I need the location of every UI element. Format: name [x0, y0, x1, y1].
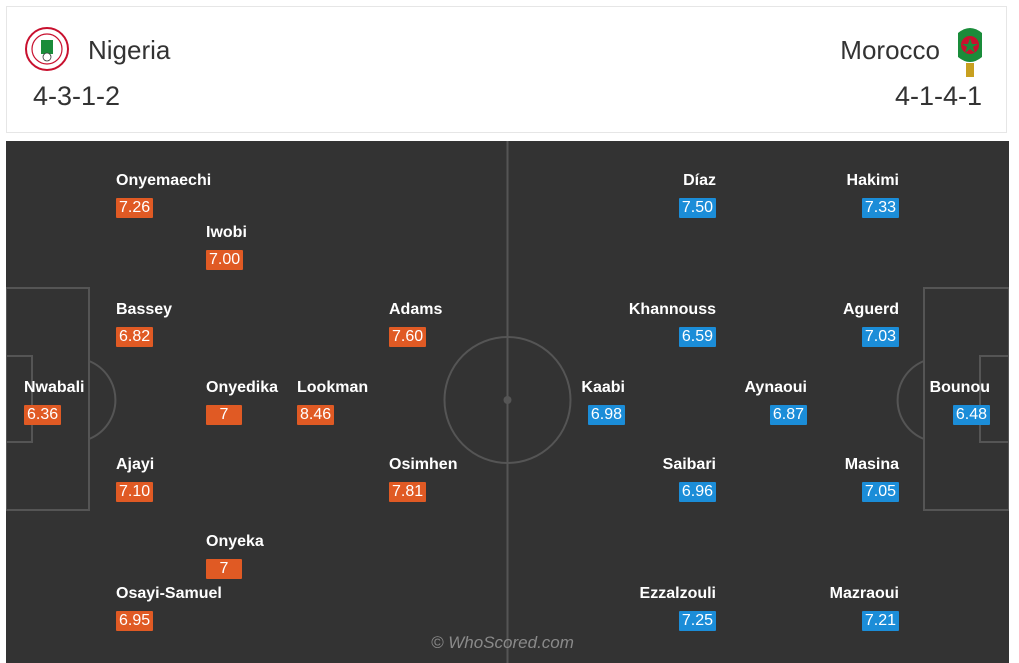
player-rating: 7.21: [861, 611, 899, 631]
player-rating: 6.87: [769, 405, 807, 425]
player-name: Aguerd: [843, 301, 899, 318]
nigeria-crest-icon: [25, 27, 69, 71]
player-rating: 6.59: [678, 327, 716, 347]
morocco-crest-icon: [958, 28, 982, 77]
player-name: Kaabi: [581, 379, 625, 396]
player-name: Adams: [389, 301, 443, 318]
player-name: Ajayi: [116, 456, 155, 473]
player-rating: 7.05: [861, 482, 899, 502]
player-name: Saibari: [662, 456, 716, 473]
player-rating: 7.33: [861, 198, 899, 218]
home-team-name: Nigeria: [88, 35, 171, 65]
player-rating: 7.00: [206, 250, 244, 270]
player-name: Hakimi: [846, 172, 899, 189]
player-name: Díaz: [683, 172, 716, 189]
player-rating: 7.60: [389, 327, 427, 347]
match-header: Nigeria 4-3-1-2 Morocco 4-1-4-1: [6, 6, 1007, 133]
player-name: Onyedika: [206, 379, 279, 396]
player-rating: 7.26: [116, 198, 154, 218]
player-rating: 8.46: [297, 405, 335, 425]
player-rating: 7.50: [678, 198, 716, 218]
player-rating: 6.36: [24, 405, 62, 425]
player-rating: 7: [206, 405, 242, 425]
player-name: Lookman: [297, 379, 369, 396]
player-rating: 6.48: [952, 405, 990, 425]
player-name: Aynaoui: [744, 379, 807, 396]
watermark: © WhoScored.com: [431, 633, 574, 652]
player-rating: 7.10: [116, 482, 154, 502]
player-name: Nwabali: [24, 379, 85, 396]
player-rating: 6.95: [116, 611, 154, 631]
player-name: Ezzalzouli: [639, 585, 716, 602]
player-name: Bounou: [929, 379, 990, 396]
player-rating: 7.03: [861, 327, 899, 347]
away-formation: 4-1-4-1: [894, 81, 982, 111]
player-rating: 7.81: [389, 482, 427, 502]
away-team-name: Morocco: [840, 35, 940, 65]
player-name: Khannouss: [628, 301, 716, 318]
home-formation: 4-3-1-2: [33, 81, 121, 111]
player-name: Onyeka: [206, 533, 264, 550]
player-name: Osayi-Samuel: [116, 585, 222, 602]
player-rating: 7: [206, 559, 242, 579]
player-rating: 7.25: [678, 611, 716, 631]
player-name: Onyemaechi: [116, 172, 212, 189]
player-name: Bassey: [116, 301, 173, 318]
player-rating: 6.98: [587, 405, 625, 425]
player-name: Osimhen: [389, 456, 458, 473]
player-rating: 6.96: [678, 482, 716, 502]
player-name: Mazraoui: [829, 585, 899, 602]
pitch-markings: [6, 141, 1009, 663]
player-rating: 6.82: [116, 327, 154, 347]
player-name: Iwobi: [206, 224, 247, 241]
pitch: Onyemaechi 7.26 Iwobi 7.00 Bassey 6.82 A…: [6, 141, 1009, 663]
player-name: Masina: [844, 456, 899, 473]
